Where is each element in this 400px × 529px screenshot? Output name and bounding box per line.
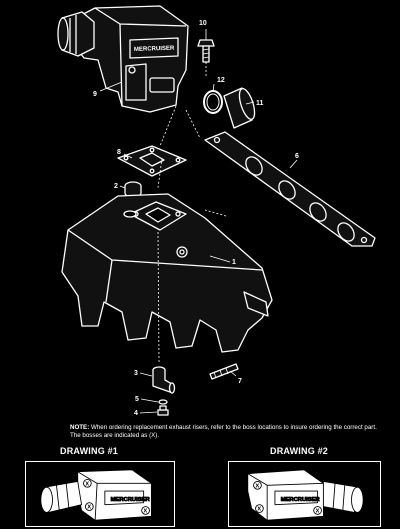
d1-boss-mark-1: X: [85, 481, 89, 487]
ordering-note: NOTE: When ordering replacement exhaust …: [70, 424, 380, 440]
elbow-fitting: [152, 366, 176, 394]
drawing-2-panel: MERCRUISER X X X: [228, 461, 381, 527]
riser-brand-text: MERCRUISER: [134, 46, 175, 53]
riser-gasket: [117, 145, 187, 177]
callout-4: 4: [134, 410, 138, 417]
drawing-1-panel: MERCRUISER X X X: [25, 461, 175, 527]
callout-5: 5: [135, 396, 139, 403]
callout-7: 7: [238, 378, 242, 385]
d1-brand-text: MERCRUISER: [111, 497, 151, 503]
callout-11: 11: [256, 100, 264, 107]
note-label: NOTE:: [70, 424, 90, 431]
exhaust-manifold: [61, 193, 273, 353]
stud-bolt: [209, 363, 239, 380]
manifold-plug: [124, 181, 142, 198]
riser-bolt: [197, 39, 215, 63]
callout-1: 1: [232, 259, 236, 266]
d2-boss-mark-2: X: [257, 507, 261, 513]
drain-plug: [157, 405, 169, 416]
d1-boss-mark-3: X: [143, 509, 147, 515]
callout-8: 8: [117, 149, 121, 156]
d2-boss-mark-3: X: [315, 509, 319, 515]
callout-9: 9: [93, 91, 97, 98]
hose-sleeve: [223, 87, 256, 129]
note-text: When ordering replacement exhaust risers…: [70, 424, 377, 439]
callout-6: 6: [295, 153, 299, 160]
exhaust-riser: [57, 5, 189, 113]
manifold-gasket: [204, 131, 376, 247]
hose-clamp: [203, 90, 223, 114]
callout-3: 3: [134, 370, 138, 377]
callout-2: 2: [114, 183, 118, 190]
callout-10: 10: [199, 20, 207, 27]
d1-boss-mark-2: X: [87, 505, 91, 511]
d2-boss-mark-1: X: [255, 483, 259, 489]
drawing-1-title: DRAWING #1: [60, 446, 119, 456]
callout-12: 12: [217, 77, 225, 84]
d2-brand-text: MERCRUISER: [281, 497, 321, 503]
exploded-parts-diagram: MERCRUISER 10 9 12 11 6 8 2 1 7 3 5 4: [57, 5, 376, 417]
drawing-2-title: DRAWING #2: [270, 446, 329, 456]
o-ring: [158, 399, 168, 405]
drawing-1-riser: MERCRUISER X X X: [40, 469, 152, 521]
drawing-2-riser: MERCRUISER X X X: [247, 469, 364, 521]
